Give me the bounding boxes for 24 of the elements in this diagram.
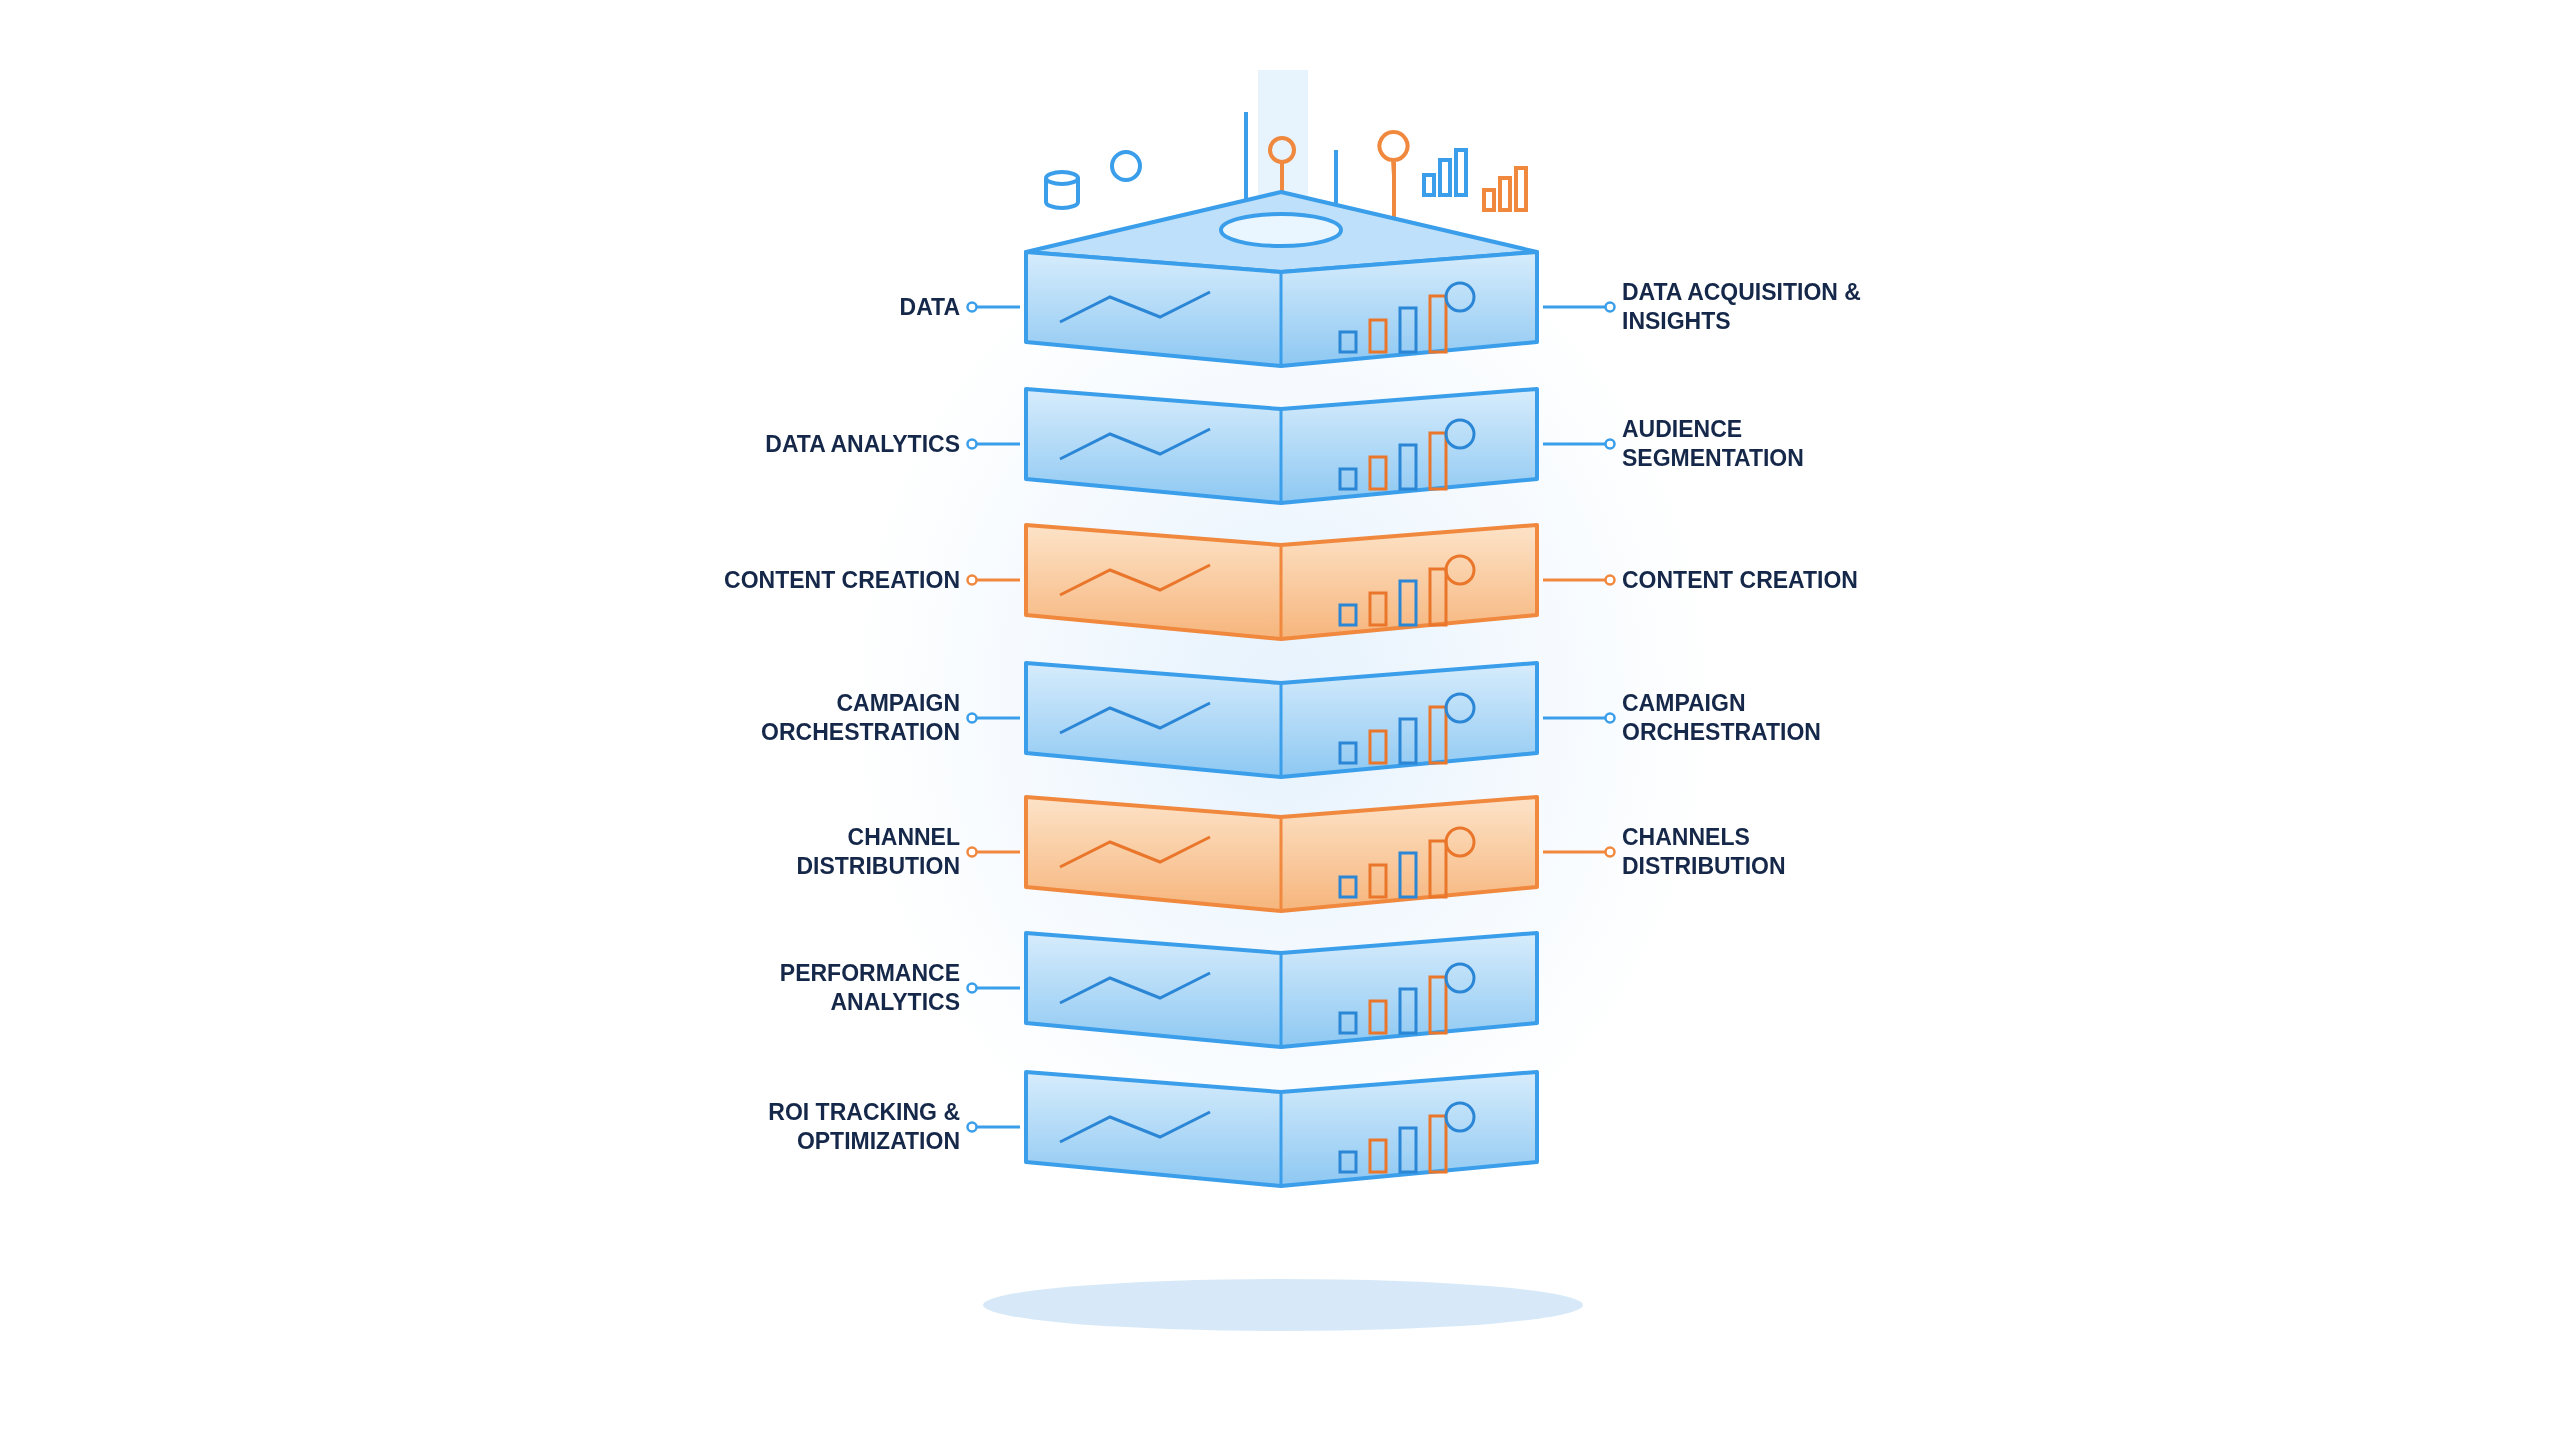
leader-line [966,1121,1020,1133]
layer-label: CHANNEL DISTRIBUTION [720,823,960,881]
layer-label: PERFORMANCE ANALYTICS [720,959,960,1017]
layer-label: CAMPAIGN ORCHESTRATION [720,689,960,747]
leader-line [966,301,1020,313]
layer-label: CONTENT CREATION [1622,565,1862,595]
leader-line [966,574,1020,586]
layer-label: DATA [720,292,960,322]
layer-label: AUDIENCE SEGMENTATION [1622,415,1862,473]
leader-line [1543,574,1616,586]
layer-label: DATA ANALYTICS [720,429,960,459]
leader-line [1543,438,1616,450]
layer-label: CHANNELS DISTRIBUTION [1622,823,1862,881]
leader-line [966,438,1020,450]
layer-label: CAMPAIGN ORCHESTRATION [1622,689,1862,747]
layer-label: ROI TRACKING & OPTIMIZATION [720,1098,960,1156]
layer-label: DATA ACQUISITION & INSIGHTS [1622,278,1862,336]
leader-line [966,712,1020,724]
leader-line [1543,301,1616,313]
leader-line [966,982,1020,994]
layer-label: CONTENT CREATION [720,565,960,595]
leader-line [966,846,1020,858]
leader-line [1543,712,1616,724]
leader-line [1543,846,1616,858]
